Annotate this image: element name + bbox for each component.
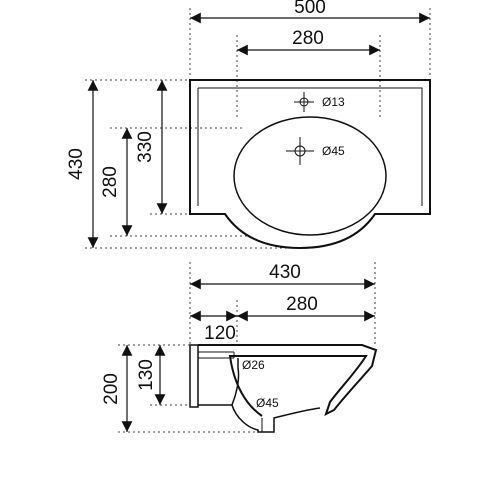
bowl-outline [233,116,387,236]
dim-rim-height: 130 [136,359,157,391]
tap-hole-mark [294,92,314,112]
drain-hole-label: Ø45 [322,144,345,158]
dim-inner-depth: 280 [100,166,121,198]
top-view: Ø13 Ø45 500 280 430 280 330 [66,0,431,250]
wall-bracket [189,344,199,408]
drain-label: Ø45 [256,396,279,410]
basin-top-outline [189,79,431,250]
drain-outlet [231,404,321,433]
dim-wall-offset: 120 [204,323,236,344]
dim-height: 200 [101,373,122,405]
dim-overall-width: 500 [294,0,326,18]
basin-inner-rim [198,87,423,206]
dim-bowl-width: 280 [292,28,324,49]
tap-hole-label: Ø13 [322,95,345,109]
dim-outer-depth: 330 [135,131,156,163]
basin-side-profile [198,344,378,417]
overflow-label: Ø26 [242,358,265,372]
dim-overall-depth: 430 [66,148,87,180]
dim-side-bowl: 280 [286,294,318,315]
side-view: Ø26 Ø45 430 280 120 200 130 [101,262,378,433]
dim-side-depth: 430 [269,262,301,283]
drain-hole-mark [286,137,314,165]
